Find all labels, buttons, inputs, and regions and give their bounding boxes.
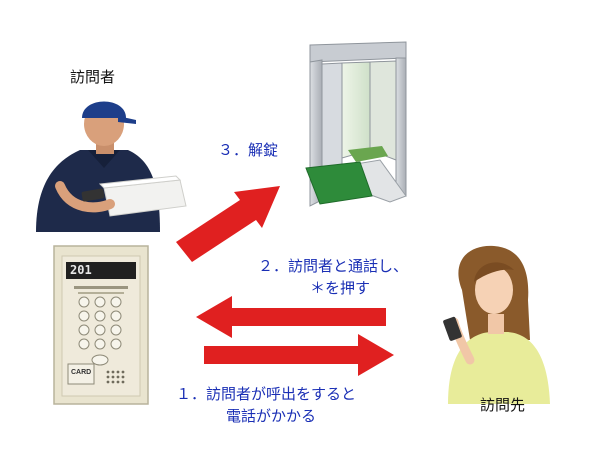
arrow-answer-left — [196, 296, 386, 338]
arrow-call-right — [204, 334, 394, 376]
step1-label-line2: 電話がかかる — [226, 407, 317, 425]
step3-label: ３．解錠 — [218, 141, 279, 159]
panel-display-text: 201 — [70, 263, 92, 277]
card-reader-label: CARD — [71, 369, 92, 376]
step1-label-line1: １．訪問者が呼出をすると — [176, 385, 357, 403]
phone-user-icon — [443, 245, 550, 404]
arrow-unlock — [176, 186, 280, 262]
step2-label-line1: ２．訪問者と通話し、 — [258, 257, 409, 275]
step2-label-line2: ＊を押す — [310, 279, 371, 297]
intercom-panel-icon — [53, 245, 149, 405]
visitor-label: 訪問者 — [70, 68, 116, 86]
destination-label: 訪問先 — [480, 396, 526, 414]
delivery-person-icon — [36, 101, 187, 232]
auto-door-icon — [305, 41, 407, 207]
